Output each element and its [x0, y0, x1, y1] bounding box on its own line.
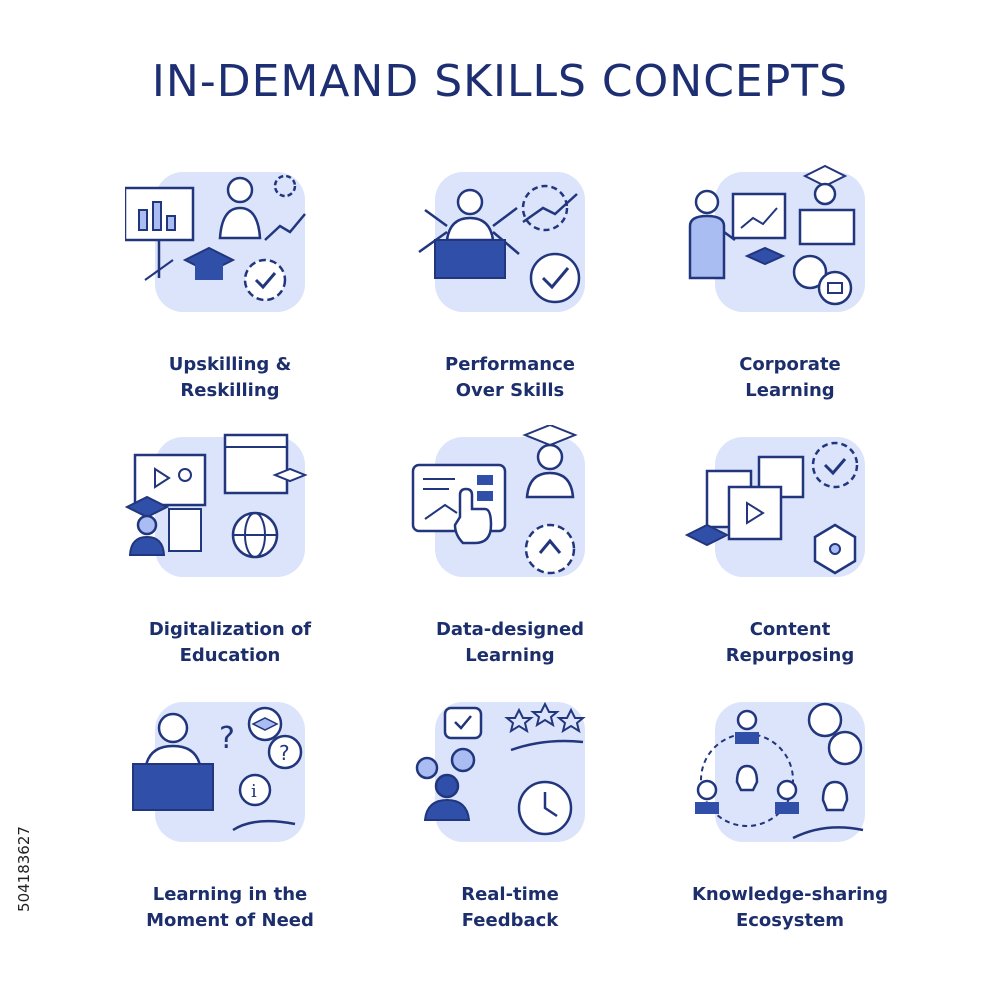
concept-tile-data-designed: Data-designed Learning [375, 425, 645, 690]
multitask-icon [418, 172, 585, 312]
svg-text:?: ? [219, 721, 235, 756]
concept-tile-realtime-feedback: Real-time Feedback [375, 690, 645, 955]
concept-label: Learning in the Moment of Need [146, 884, 314, 931]
feedback-rating-icon [415, 701, 586, 842]
stock-id-text: 504183627 [15, 826, 33, 912]
concept-label: Corporate Learning [739, 354, 841, 401]
concept-label: Digitalization of Education [148, 619, 312, 666]
concept-label: Performance Over Skills [445, 354, 575, 401]
concept-label: Real-time Feedback [461, 884, 559, 931]
concept-tile-performance: Performance Over Skills [375, 160, 645, 425]
concept-tile-learning-moment: ? ? i Learning in the Moment of Need [95, 690, 365, 955]
corporate-training-icon [688, 164, 865, 312]
network-idea-icon [695, 702, 865, 842]
svg-text:i: i [251, 781, 257, 802]
page-title: IN-DEMAND SKILLS CONCEPTS [151, 56, 849, 107]
laptop-question-icon: ? ? i [132, 702, 305, 842]
concept-tile-upskilling: Upskilling & Reskilling [95, 160, 365, 425]
concept-label: Data-designed Learning [435, 619, 585, 666]
content-files-icon [685, 437, 865, 577]
concepts-grid: Upskilling & Reskilling Performance Over… [95, 160, 915, 955]
concept-tile-corporate: Corporate Learning [655, 160, 925, 425]
concept-tile-knowledge-sharing: Knowledge-sharing Ecosystem [655, 690, 925, 955]
concept-tile-digitalization: Digitalization of Education [95, 425, 365, 690]
stock-id: 504183627 [14, 760, 34, 980]
concept-label: Knowledge-sharing Ecosystem [691, 884, 888, 931]
concept-label: Upskilling & Reskilling [168, 354, 292, 401]
data-dashboard-icon [411, 425, 585, 577]
concept-tile-content-repurposing: Content Repurposing [655, 425, 925, 690]
concept-label: Content Repurposing [725, 619, 855, 666]
online-education-icon [125, 433, 308, 577]
svg-text:?: ? [279, 741, 290, 765]
presentation-icon [125, 172, 306, 312]
